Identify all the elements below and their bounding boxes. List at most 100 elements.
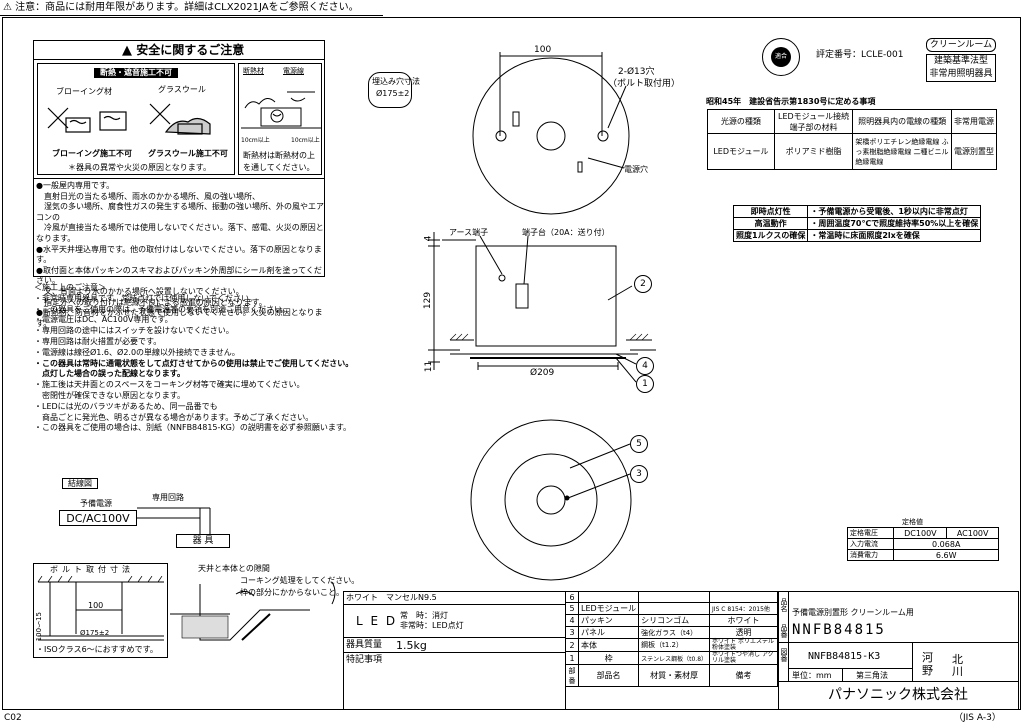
rating-value: AC100V [946, 527, 999, 539]
drawing-value: NNFB84815-K3 [808, 651, 881, 662]
part-no: 1 [565, 651, 579, 665]
parts-header: 部品名 [577, 664, 640, 687]
earth-terminal-label: アース端子 [449, 228, 489, 237]
part-material: 鋼板（t1.2） [638, 638, 711, 652]
model-value: NNFB84815 [792, 622, 886, 638]
standard-cell: 電源別置型 [951, 133, 997, 170]
safety-line: 湿気の多い場所、腐食性ガスの発生する場所、振動の強い場所、外の風やエアコンの [36, 202, 324, 222]
sign-1: 河 [922, 651, 933, 664]
insulation-label: 断熱材 [243, 67, 264, 75]
wiring-circuit-label: 専用回路 [152, 493, 184, 502]
color-note: ホワイト マンセルN9.5 [346, 593, 437, 602]
construction-line: 商品ごとに発光色、明るさが異なる場合があります。予めご了承ください。 [34, 412, 314, 422]
standard-header: LEDモジュール接続端子部の材料 [773, 109, 854, 134]
dim-h-129: 129 [423, 291, 434, 310]
performance-label: 即時点灯性 [732, 205, 809, 218]
model-label: 品番 [780, 624, 788, 638]
construction-title: ＜施工上のご注意＞ [34, 283, 106, 292]
part-note: ホワイト [709, 614, 778, 627]
safety-line: ●断熱材、防音材をかぶせた状態で使用しないでください。火災の原因となります。 [36, 308, 323, 328]
led-label: L E D [356, 614, 398, 628]
special-notes-label: 特記事項 [346, 655, 383, 665]
part-material: 強化ガラス（t4） [638, 626, 711, 639]
part-name: パッキン [577, 614, 640, 627]
rating-label: 入力電流 [846, 538, 895, 550]
power-hole-label: 電源穴 [624, 165, 648, 174]
gap-note-2: 枠の部分にかからないこと。 [240, 588, 344, 597]
seal-inner: 適合 [771, 47, 791, 67]
construction-line: ・専用回路の途中にはスイッチを設けないでください。 [34, 326, 234, 336]
hole-label-2: （ボルト取付用） [608, 79, 681, 89]
cert-number: 評定番号：LCLE-001 [816, 50, 904, 60]
standard-cell: LEDモジュール [707, 133, 775, 170]
warning-triangle-icon: ▲ [122, 43, 132, 58]
glasswool-label: グラスウール [158, 85, 206, 94]
callout-3: 3 [630, 465, 648, 483]
sign-2: 野 [922, 664, 933, 677]
part-no: 2 [565, 638, 579, 652]
rating-title: 定格値 [902, 518, 923, 526]
footer-right: （JIS A-3） [954, 713, 1001, 723]
part-name: パネル [577, 626, 640, 639]
standard-header: 非常用電源 [951, 109, 997, 134]
insulation-illustration: 断熱材 電源線 10cm以上 10cm以上 断熱材は断熱材の上 を通してください… [238, 63, 322, 175]
power-line-label: 電源線 [283, 67, 304, 75]
part-name [577, 591, 640, 603]
construction-line: ・専用回路は耐火措置が必要です。 [34, 336, 162, 346]
construction-line: 密閉性が確保できない原因となります。 [34, 390, 185, 400]
part-material [638, 591, 711, 603]
footer-left: C02 [4, 713, 22, 723]
safety-line: 指定外への取り付けは絶縁不良による感電の原因となります。 [36, 297, 267, 307]
part-no: 3 [565, 626, 579, 639]
company-name: パナソニック株式会社 [828, 687, 968, 703]
name-label: 品名 [780, 598, 788, 612]
performance-value: ・周囲温度70℃で照度維持率50%以上を確保 [807, 217, 982, 230]
performance-value: ・予備電源から受電後、1秒以内に非常点灯 [807, 205, 982, 218]
name-value: 予備電源別置形 クリーンルーム用 [792, 608, 914, 617]
insulation-ng-illustration [47, 103, 211, 135]
cutout-label-1: 埋込み穴寸法 [372, 77, 420, 86]
wiring-fixture-box: 器 具 [176, 534, 230, 548]
bolt-dim-hole: Ø175±2 [80, 629, 110, 637]
certification-seal: 適合 [762, 38, 800, 76]
dim-top-100: 100 [534, 45, 552, 55]
blowing-ng-label: ブローイング施工不可 [52, 149, 132, 158]
weight-label: 器具質量 [346, 640, 383, 650]
performance-table: 即時点灯性・予備電源から受電後、1秒以内に非常点灯 高温動作・周囲温度70℃で照… [732, 205, 982, 242]
glasswool-ng-label: グラスウール施工不可 [148, 149, 228, 158]
unit-label: 単位：mm [792, 671, 832, 680]
construction-line: ・この器具をご使用の際は、予備電源等の要領を別途ご用意ください。 [34, 304, 290, 314]
cutout-label-2: Ø175±2 [376, 89, 410, 98]
terminal-block-label: 端子台（20A：送り付） [522, 228, 610, 237]
safety-title: ▲ 安全に関するご注意 [122, 43, 245, 58]
construction-line: ・LEDには光のバラツキがあるため、同一品番でも [34, 401, 218, 411]
bolt-dim-100: 100 [88, 601, 104, 610]
gap-diagram [170, 581, 336, 641]
part-note: 透明 [709, 626, 778, 639]
standard-cell: 架橋ポリエチレン絶縁電線 ふっ素樹脂絶縁電線 二種ビニル絶縁電線 [852, 133, 952, 170]
warning-illustration: 断熱・遮音施工不可 ブローイング材 グラスウール ブローイング施工不可 グラスウ… [37, 63, 235, 175]
performance-label: 照度1ルクスの確保 [732, 229, 809, 242]
part-no: 6 [565, 591, 579, 603]
sign-3: 北 [952, 653, 963, 666]
construction-line: ・電源線は線径Ø1.6、Ø2.0の単線以外接続できません。 [34, 347, 240, 357]
safety-line: 直射日光の当たる場所、雨水のかかる場所、風の強い場所、 [36, 191, 260, 201]
standard-header: 光源の種類 [707, 109, 775, 134]
led-mode-emergency: 非常時：LED点灯 [400, 621, 464, 630]
wiring-title: 結線図 [62, 478, 98, 489]
header-notice: ⚠ 注意：商品には耐用年限があります。詳細はCLX2021JAをご参照ください。 [3, 2, 359, 13]
rating-label: 消費電力 [846, 549, 895, 561]
safety-lines: ●一般屋内専用です。 直射日光の当たる場所、雨水のかかる場所、風の強い場所、 湿… [36, 181, 324, 329]
standard-header: 照明器具内の電線の種類 [852, 109, 952, 134]
wiring-power-box: DC/AC100V [59, 510, 137, 526]
performance-label: 高温動作 [732, 217, 809, 230]
weight-value: 1.5kg [396, 639, 427, 652]
bolt-iso-note: ・ISOクラス6～におすすめです。 [36, 645, 158, 654]
callout-4: 4 [636, 357, 654, 375]
safety-line: ●取付面と本体パッキンのスキマおよびパッキン外周部にシール剤を塗ってください。 [36, 265, 322, 286]
part-material [638, 602, 711, 615]
bolt-panel: ボルト取付寸法 100 100～15 Ø175±2 ・ISOクラス6～におすすめ… [33, 563, 168, 658]
insulation-diagram [241, 91, 321, 129]
dim-diameter: Ø209 [530, 368, 555, 378]
